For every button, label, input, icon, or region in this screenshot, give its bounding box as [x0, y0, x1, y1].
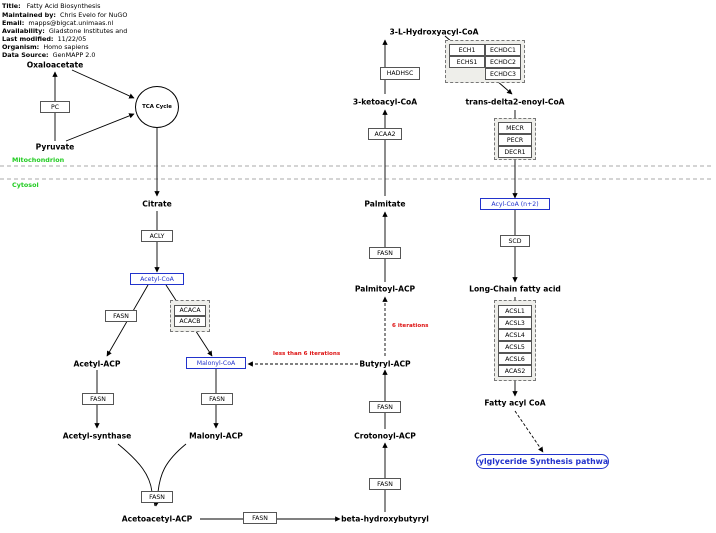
gene-acsl5[interactable]: ACSL5 — [498, 341, 532, 353]
header-availability: Availability: Gladstone Institutes and — [2, 27, 128, 35]
metabolite-trans-delta2-enoyl-coa[interactable]: trans-delta2-enoyl-CoA — [465, 97, 565, 107]
gene-fasn-palmitoyl[interactable]: FASN — [369, 247, 401, 259]
gene-malonyl-coa[interactable]: Malonyl-CoA — [186, 357, 246, 369]
gene-echs1[interactable]: ECHS1 — [449, 56, 485, 68]
metabolite-acetyl-acp[interactable]: Acetyl-ACP — [73, 359, 121, 369]
gene-acaca[interactable]: ACACA — [174, 305, 206, 316]
gene-acsl6[interactable]: ACSL6 — [498, 353, 532, 365]
edge-oxaloacetate-tca — [71, 69, 135, 99]
metabolite-pyruvate[interactable]: Pyruvate — [35, 142, 75, 152]
annotation-less-than-6: less than 6 iterations — [273, 351, 341, 357]
gene-acsl1[interactable]: ACSL1 — [498, 305, 532, 317]
metabolite-oxaloacetate[interactable]: Oxaloacetate — [26, 60, 84, 70]
gene-echdc1[interactable]: ECHDC1 — [485, 44, 521, 56]
gene-fasn-acetyl[interactable]: FASN — [105, 310, 137, 322]
pathway-link-triacylglyceride[interactable]: Triacylglyceride Synthesis pathway — [476, 454, 609, 469]
gene-acacb[interactable]: ACACB — [174, 316, 206, 327]
gene-echdc2[interactable]: ECHDC2 — [485, 56, 521, 68]
metabolite-long-chain-fatty-acid[interactable]: Long-Chain fatty acid — [469, 284, 561, 294]
gene-acyl-coa-n2[interactable]: Acyl-CoA (n+2) — [480, 198, 550, 210]
gene-pc[interactable]: PC — [40, 101, 70, 113]
metabolite-acetyl-synthase[interactable]: Acetyl-synthase — [62, 431, 132, 441]
metabolite-butyryl-acp[interactable]: Butyryl-ACP — [359, 359, 411, 369]
metabolite-acetoacetyl-acp[interactable]: Acetoacetyl-ACP — [121, 514, 193, 524]
gene-decr1[interactable]: DECR1 — [498, 146, 532, 158]
header-title: Title: Fatty Acid Biosynthesis — [2, 2, 101, 10]
metabolite-palmitate[interactable]: Palmitate — [364, 199, 406, 209]
gene-scd[interactable]: SCD — [500, 235, 530, 247]
gene-echdc3[interactable]: ECHDC3 — [485, 68, 521, 80]
header-organism: Organism: Homo sapiens — [2, 43, 89, 51]
tca-cycle-node[interactable]: TCA Cycle — [135, 86, 179, 128]
gene-fasn-acetyl-acp[interactable]: FASN — [82, 393, 114, 405]
gene-fasn-crotonoyl[interactable]: FASN — [369, 401, 401, 413]
label-mitochondrion: Mitochondrion — [12, 156, 65, 164]
gene-pecr[interactable]: PECR — [498, 134, 532, 146]
metabolite-fatty-acyl-coa[interactable]: Fatty acyl CoA — [484, 398, 546, 408]
gene-acsl4[interactable]: ACSL4 — [498, 329, 532, 341]
gene-fasn-beta[interactable]: FASN — [369, 478, 401, 490]
metabolite-beta-hydroxybutyryl[interactable]: beta-hydroxybutyryl — [341, 514, 429, 524]
gene-acetyl-coa[interactable]: Acetyl-CoA — [130, 273, 184, 285]
header-maintained: Maintained by: Chris Evelo for NuGO — [2, 11, 128, 19]
gene-ech1[interactable]: ECH1 — [449, 44, 485, 56]
edge-fattyacyl-triacyl-dashed — [514, 410, 544, 453]
gene-acas2[interactable]: ACAS2 — [498, 365, 532, 377]
annotation-6-iterations: 6 iterations — [392, 323, 429, 329]
gene-fasn-merge[interactable]: FASN — [141, 491, 173, 503]
metabolite-malonyl-acp[interactable]: Malonyl-ACP — [189, 431, 243, 441]
header-source: Data Source: GenMAPP 2.0 — [2, 51, 96, 59]
label-cytosol: Cytosol — [12, 181, 39, 189]
metabolite-palmitoyl-acp[interactable]: Palmitoyl-ACP — [354, 284, 416, 294]
metabolite-citrate[interactable]: Citrate — [142, 199, 172, 209]
header-modified: Last modified: 11/22/05 — [2, 35, 87, 43]
gene-mecr[interactable]: MECR — [498, 122, 532, 134]
metabolite-3-ketoacyl-coa[interactable]: 3-ketoacyl-CoA — [352, 97, 418, 107]
metabolite-3-l-hydroxyacyl-coa[interactable]: 3-L-Hydroxyacyl-CoA — [389, 27, 479, 37]
pathway-link-label: Triacylglyceride Synthesis pathway — [476, 457, 608, 466]
gene-acly[interactable]: ACLY — [141, 230, 173, 242]
header-email: Email: mapps@bigcat.unimaas.nl — [2, 19, 114, 27]
gene-fasn-malonyl-acp[interactable]: FASN — [201, 393, 233, 405]
gene-fasn-acetoacetyl[interactable]: FASN — [243, 512, 277, 524]
gene-acaa2[interactable]: ACAA2 — [368, 128, 402, 140]
gene-hadhsc[interactable]: HADHSC — [380, 67, 420, 80]
edge-pyruvate-tca — [65, 113, 135, 142]
gene-acsl3[interactable]: ACSL3 — [498, 317, 532, 329]
metabolite-crotonoyl-acp[interactable]: Crotonoyl-ACP — [354, 431, 416, 441]
